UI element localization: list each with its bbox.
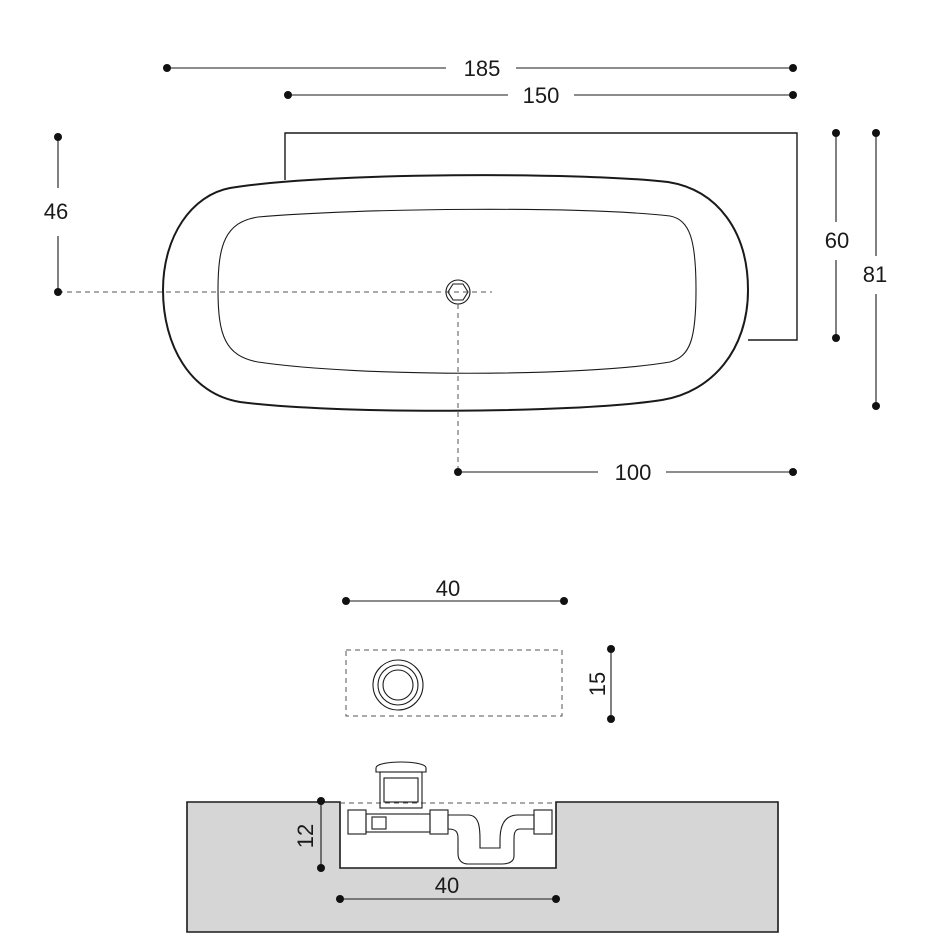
top-view: 185 150 46 60 <box>44 56 887 485</box>
label-box-width-plan: 40 <box>436 576 460 601</box>
waste-outlet-icon <box>372 659 424 711</box>
dimension-box-height: 12 <box>293 797 325 872</box>
label-drain-offset-side: 46 <box>44 199 68 224</box>
dimension-total-depth: 81 <box>863 129 887 410</box>
label-box-depth: 15 <box>585 672 610 696</box>
dimension-box-width-section: 40 <box>336 873 560 903</box>
dimension-counter-depth: 60 <box>825 129 849 342</box>
drain-box-plan-view: 40 15 <box>342 576 615 723</box>
label-overall-length: 185 <box>464 56 501 81</box>
dimension-box-depth: 15 <box>585 645 615 723</box>
label-box-width-section: 40 <box>435 873 459 898</box>
dimension-drain-offset-back: 100 <box>454 460 797 485</box>
waste-trap-assembly-icon <box>347 761 553 865</box>
dimension-overall-length: 185 <box>163 56 797 81</box>
label-box-height: 12 <box>293 824 318 848</box>
tub-inner-outline <box>217 208 697 374</box>
floor-section <box>186 801 779 933</box>
drain-box-plan-outline <box>345 649 563 717</box>
drain-box-section-view: 12 40 <box>186 761 779 933</box>
dimension-box-width-plan: 40 <box>342 576 568 605</box>
label-drain-offset-back: 100 <box>615 460 652 485</box>
label-total-depth: 81 <box>863 262 887 287</box>
tub-outer-outline <box>161 174 750 412</box>
label-counter-depth: 60 <box>825 228 849 253</box>
counter-outline <box>284 132 798 341</box>
label-basin-length: 150 <box>523 83 560 108</box>
dimension-basin-length: 150 <box>284 83 797 108</box>
dimension-drain-offset-side: 46 <box>44 133 68 296</box>
